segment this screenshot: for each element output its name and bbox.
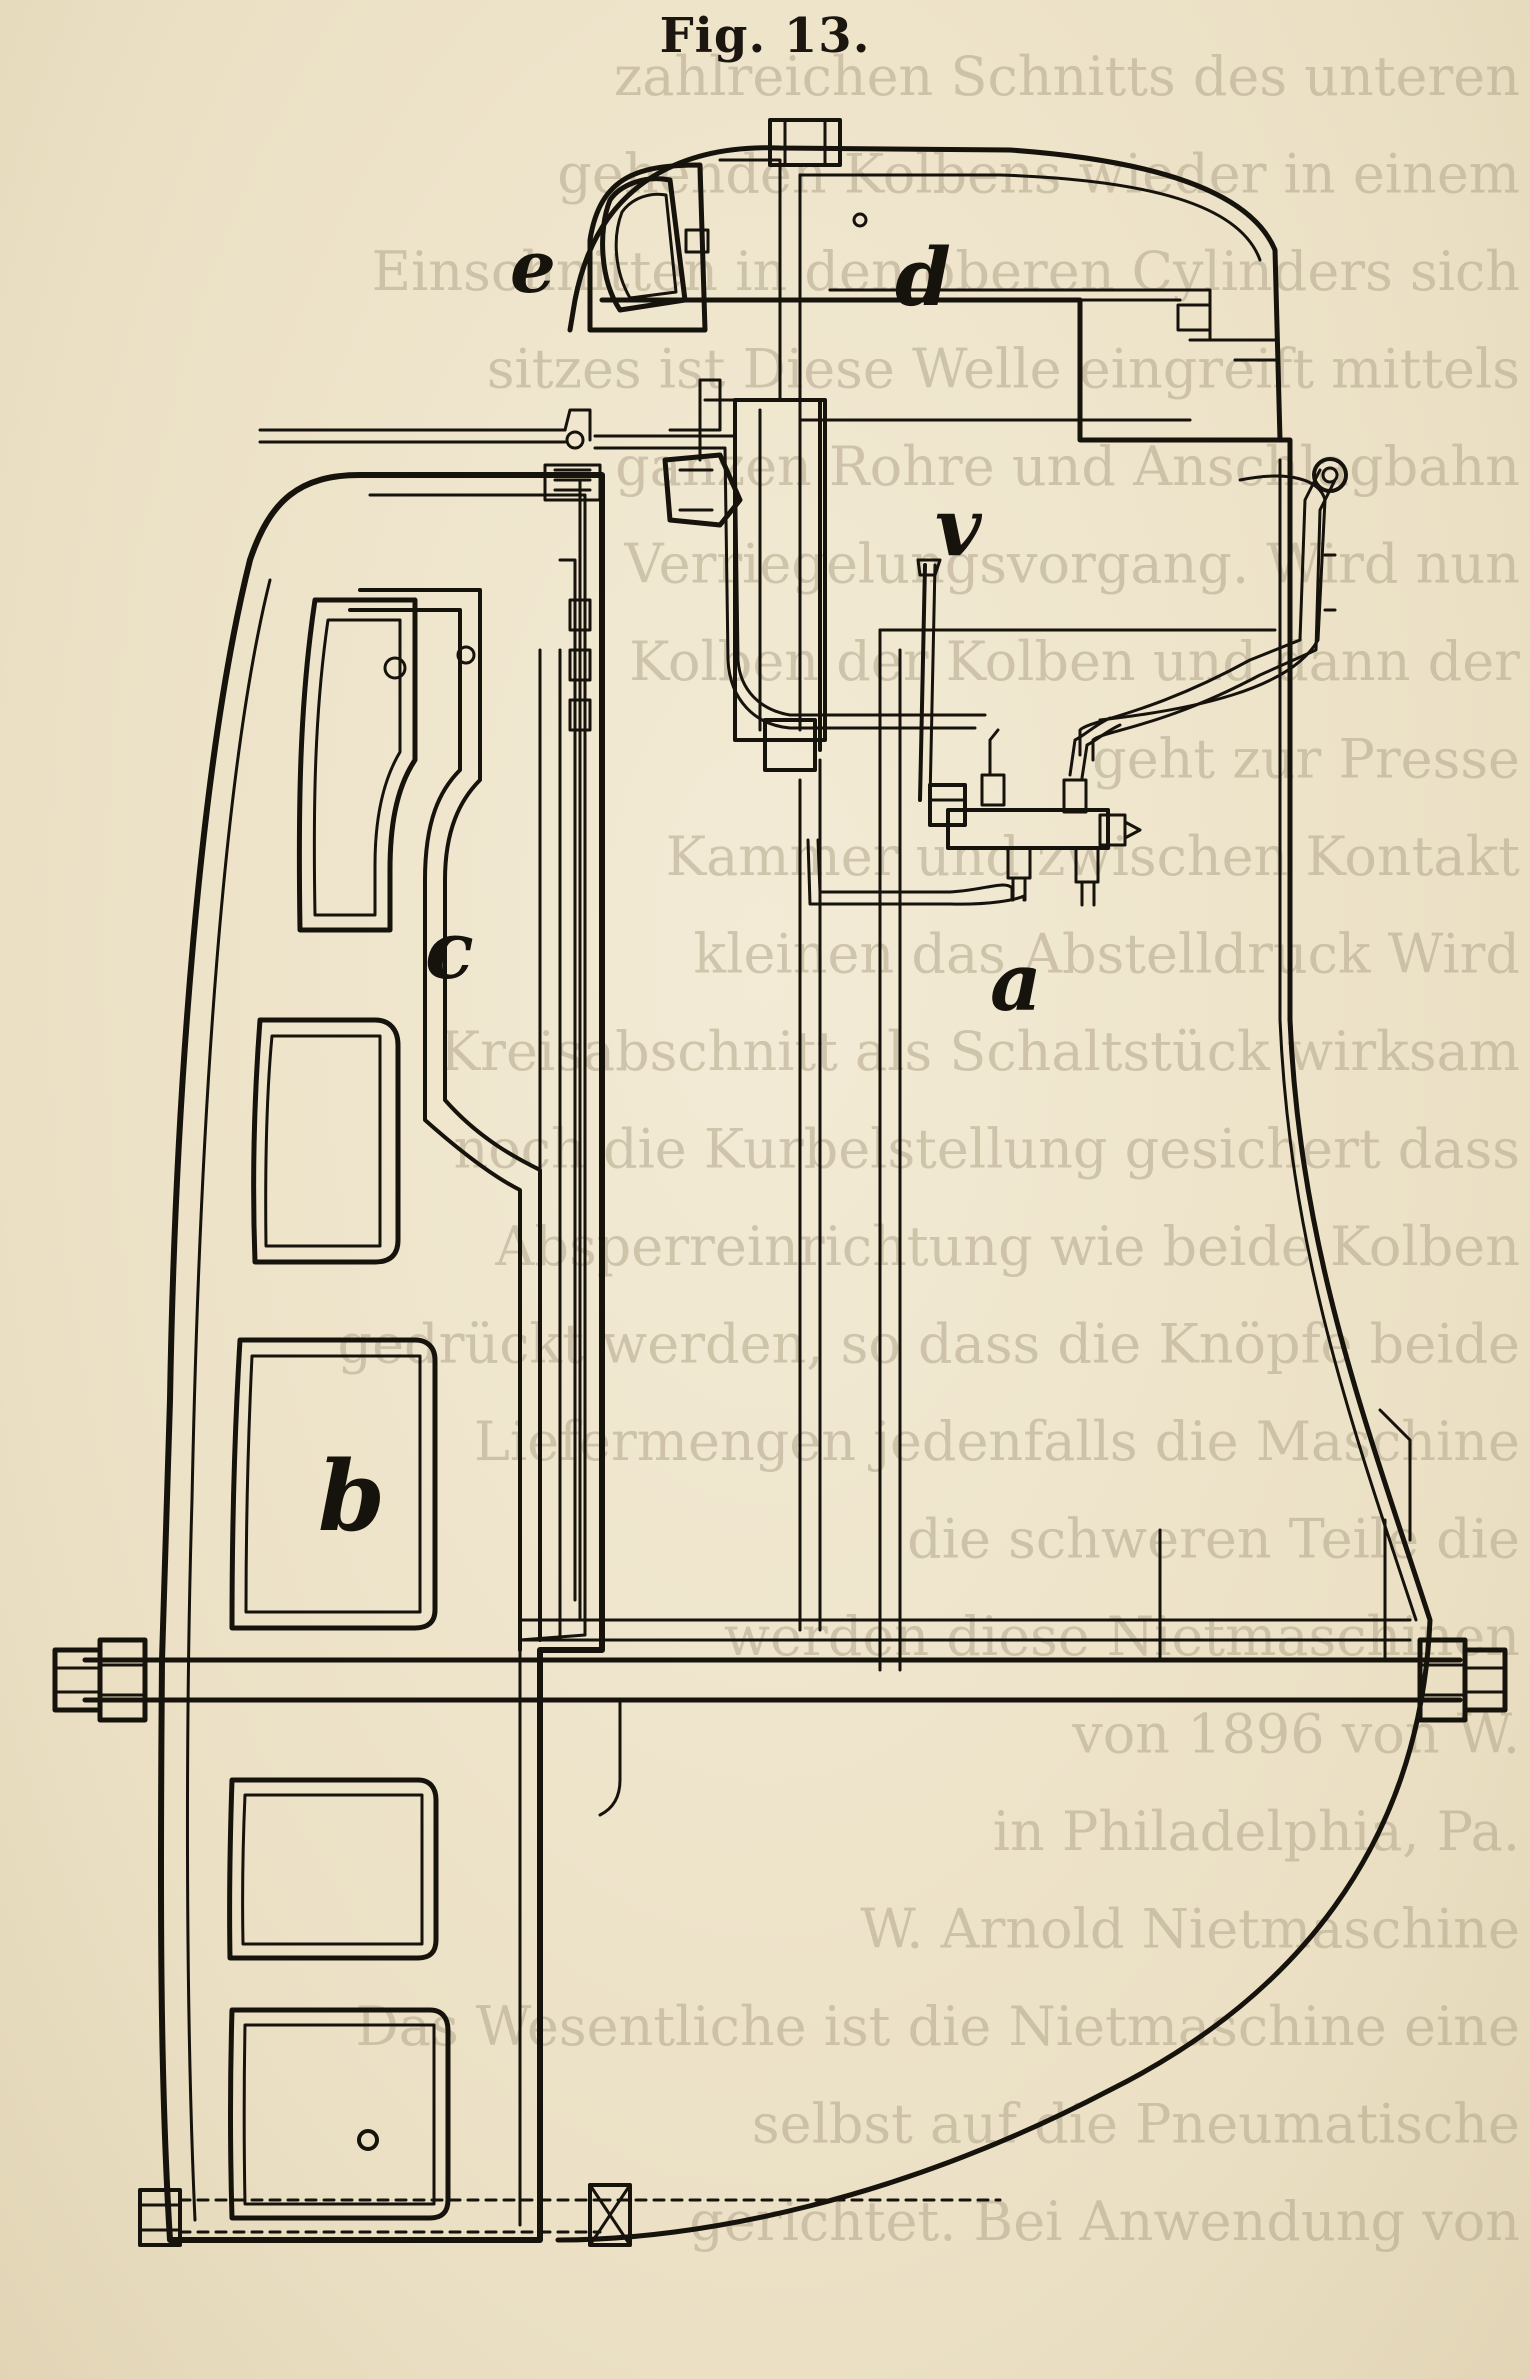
bottom-bolt [138,2183,1002,2247]
bleed-line: sitzes ist Diese Welle eingreift mittels [487,338,1520,401]
frame-web-channels [348,588,562,1652]
bleed-line: kleinen das Abstelldruck Wird [693,923,1520,986]
bleed-line: Einschnitten in den oberen Cylinders sic… [372,240,1520,303]
bleed-line: W. Arnold Nietmaschine [860,1898,1520,1961]
bleed-line: von 1896 von W. [1071,1703,1520,1766]
cross-shaft [82,1618,1463,1817]
air-pipe [258,408,1348,762]
frame-pockets [227,597,476,2221]
label-c: c [425,903,474,997]
pocket-3 [229,1337,438,1631]
pocket-5 [228,2007,451,2221]
valve-chamber-e [587,162,722,432]
bleed-line: die schweren Teile die [907,1508,1520,1571]
bleed-line: selbst auf die Pneumatische [752,2093,1520,2156]
bleed-line: Kolben der Kolben und dann der [629,630,1520,693]
bleed-line: Liefermengen jedenfalls die Maschine [474,1410,1520,1473]
bleed-line: Das Wesentliche ist die Nietmaschine ein… [355,1995,1520,2058]
pocket-2 [251,1017,401,1265]
pocket-4 [227,1777,439,1961]
pocket-1 [296,597,418,933]
shaft-nut-right [1417,1637,1508,1723]
label-v: v [935,480,983,574]
valve-body [662,428,743,528]
bleed-line: ganzen Rohre und Anschlagbahn [615,435,1520,498]
bleed-line: gedrückt werden, so dass die Knöpfe beid… [338,1313,1520,1376]
label-e: e [510,224,556,309]
bleed-line: Absperreinrichtung wie beide Kolben [494,1215,1520,1278]
cylinder-block [733,398,827,772]
bleed-line: geht zur Presse [1092,728,1520,791]
label-b: b [318,1440,385,1553]
control-valve [806,558,1142,907]
label-d: d [895,230,951,324]
bleed-line: Kreisabschnitt als Schaltstück wirksam [440,1020,1520,1083]
bleed-line: Verriegelungsvorgang. Wird nun [624,533,1520,596]
rear-body-outline [555,297,1433,2243]
shaft-nut-left [52,1637,148,1723]
label-a: a [990,935,1042,1029]
figure-caption: Fig. 13. [659,8,871,64]
bleed-line: noch die Kurbelstellung gesichert dass [453,1118,1520,1181]
front-frame-outline [157,472,605,2243]
bleed-line: in Philadelphia, Pa. [993,1800,1520,1863]
inner-bars [543,463,607,1622]
bleed-line: zahlreichen Schnitts des unteren [614,45,1520,108]
